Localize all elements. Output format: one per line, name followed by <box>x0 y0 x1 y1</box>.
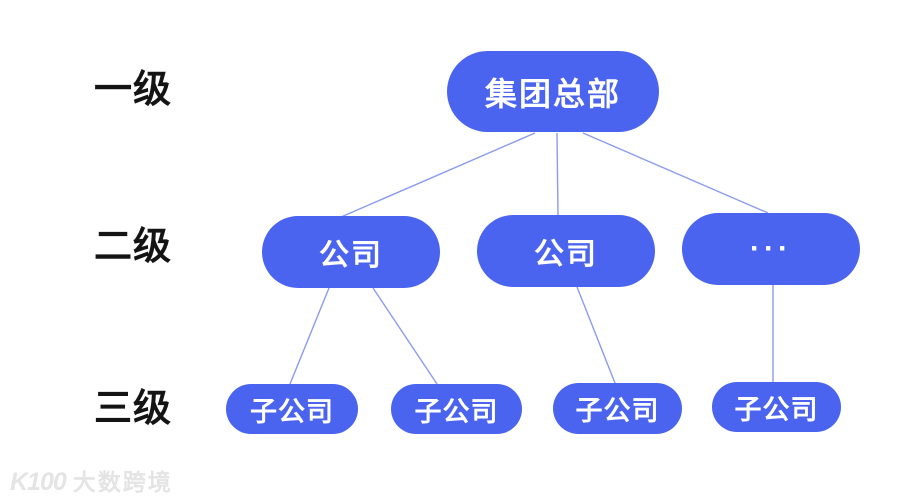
connector-line <box>289 287 330 385</box>
watermark-brand-text: 大数跨境 <box>72 469 173 495</box>
node-company-1: 公司 <box>262 216 440 288</box>
level-2-label: 二级 <box>94 226 173 268</box>
connector-line <box>576 286 616 384</box>
node-company-2: 公司 <box>477 215 655 287</box>
node-subsidiary-2: 子公司 <box>391 384 522 434</box>
node-subsidiary-3: 子公司 <box>553 383 682 434</box>
watermark-logo-icon: K100 <box>10 468 67 496</box>
connector-line <box>556 132 559 217</box>
level-1-label: 一级 <box>94 69 173 111</box>
node-subsidiary-4: 子公司 <box>712 382 841 432</box>
node-group-headquarters: 集团总部 <box>447 51 659 132</box>
node-subsidiary-1: 子公司 <box>226 384 358 434</box>
node-more-ellipsis: ··· <box>682 213 860 285</box>
connector-line <box>582 132 769 214</box>
level-3-label: 三级 <box>94 388 173 430</box>
connector-line <box>372 287 438 385</box>
watermark: K100 大数跨境 <box>10 470 173 495</box>
connector-line <box>340 132 536 218</box>
